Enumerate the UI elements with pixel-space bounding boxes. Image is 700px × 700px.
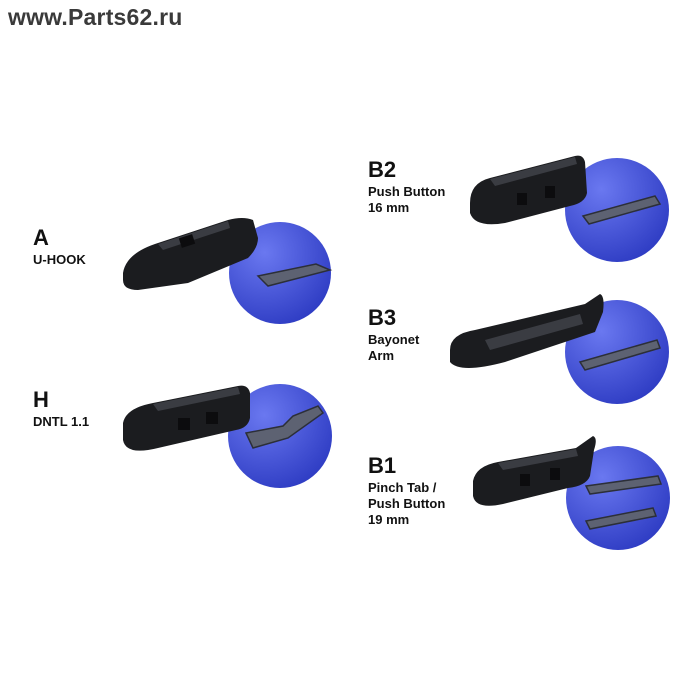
adapter-code: H	[33, 387, 49, 412]
adapter-description: U-HOOK	[33, 251, 86, 267]
adapter-b2-label: B2 Push Button 16 mm	[368, 156, 445, 216]
adapter-code: B1	[368, 453, 397, 478]
watermark-text: www.Parts62.ru	[8, 4, 183, 30]
arm-detail	[584, 475, 663, 495]
arm-detail	[256, 263, 333, 287]
adapter-b3-image	[445, 292, 675, 407]
adapter-code: A	[33, 225, 49, 250]
arm-detail	[244, 405, 325, 449]
adapter-b2-image	[465, 148, 675, 273]
adapter-b1-image	[468, 436, 678, 556]
adapter-body	[470, 155, 587, 225]
adapter-description: Push Button 16 mm	[368, 183, 446, 215]
adapter-description: DNTL 1.1	[33, 413, 90, 429]
adapter-a-label: A U-HOOK	[33, 224, 86, 268]
adapter-code: B2	[368, 157, 397, 182]
arm-detail	[578, 339, 661, 371]
arm-detail	[581, 195, 662, 225]
adapter-description: Pinch Tab / Push Button 19 mm	[368, 479, 446, 528]
adapter-b1-label: B1 Pinch Tab / Push Button 19 mm	[368, 452, 445, 528]
arm-detail-lower	[584, 507, 658, 530]
adapter-code: B3	[368, 305, 397, 330]
adapter-b3-label: B3 Bayonet Arm	[368, 304, 419, 364]
adapter-body	[123, 218, 258, 290]
adapter-h-label: H DNTL 1.1	[33, 386, 89, 430]
adapter-a-image	[118, 208, 348, 333]
adapter-h-image	[118, 378, 343, 498]
adapter-description: Bayonet Arm	[368, 331, 420, 363]
